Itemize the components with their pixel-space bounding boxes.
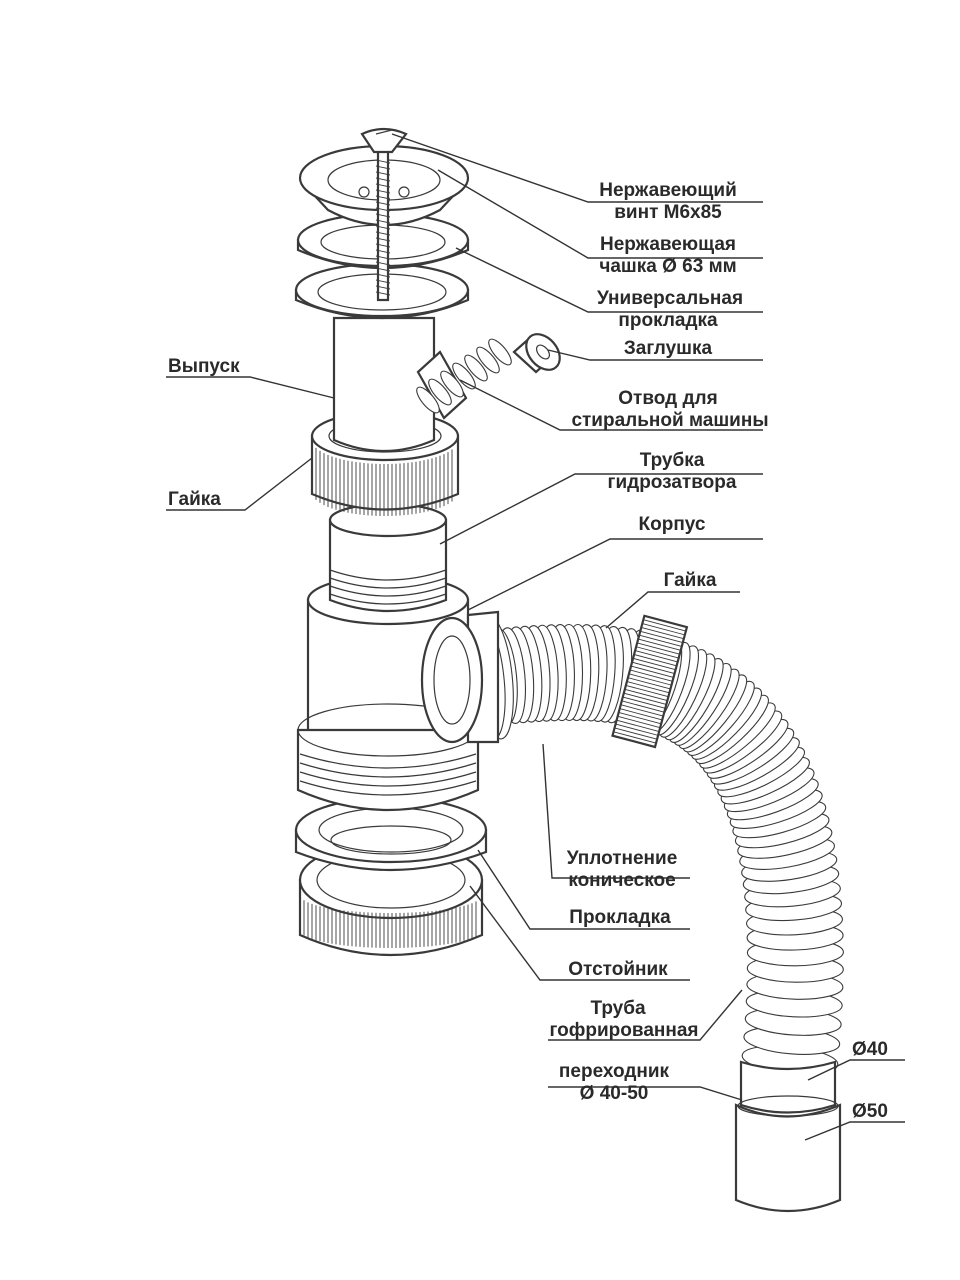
siphon-body [296, 574, 500, 812]
label-sump: Отстойник [568, 959, 668, 980]
label-cup-line2: чашка Ø 63 мм [599, 256, 736, 277]
label-screw-line2: винт М6х85 [614, 202, 722, 223]
label-cup-line1: Нержавеющая [600, 234, 736, 255]
label-seal-tube-line2: гидрозатвора [608, 472, 737, 493]
label-adapter-line2: Ø 40-50 [580, 1083, 649, 1104]
label-universal-gasket-line1: Универсальная [597, 288, 743, 309]
label-washer-outlet-line1: Отвод для [618, 388, 717, 409]
gasket-bottom [294, 796, 488, 872]
label-washer-outlet-line2: стиральной машины [571, 410, 768, 431]
outlet-pipe [332, 316, 512, 453]
label-cone-seal-line1: Уплотнение [567, 848, 678, 869]
label-plug: Заглушка [624, 338, 713, 359]
label-d40: Ø40 [852, 1039, 888, 1060]
label-adapter-line1: переходник [559, 1061, 670, 1082]
label-body: Корпус [639, 514, 706, 535]
label-nut-right: Гайка [664, 570, 717, 591]
seal-tube [328, 502, 448, 613]
label-universal-gasket-line2: прокладка [618, 310, 718, 331]
label-seal-tube-line1: Трубка [640, 450, 705, 471]
label-outlet: Выпуск [168, 356, 240, 377]
label-corrugated-line2: гофрированная [550, 1020, 699, 1041]
plug [512, 333, 561, 374]
label-corrugated-line1: Труба [590, 998, 646, 1019]
part-labels: Нержавеющий винт М6х85 Нержавеющая чашка… [168, 180, 888, 1122]
label-nut-left: Гайка [168, 489, 221, 510]
leader-lines [166, 133, 905, 1141]
adapter-40-50 [734, 1060, 842, 1213]
label-screw-line1: Нержавеющий [599, 180, 737, 201]
label-cone-seal-line2: коническое [568, 870, 675, 891]
label-d50: Ø50 [852, 1101, 888, 1122]
universal-gaskets [294, 212, 470, 320]
label-gasket: Прокладка [569, 907, 671, 928]
